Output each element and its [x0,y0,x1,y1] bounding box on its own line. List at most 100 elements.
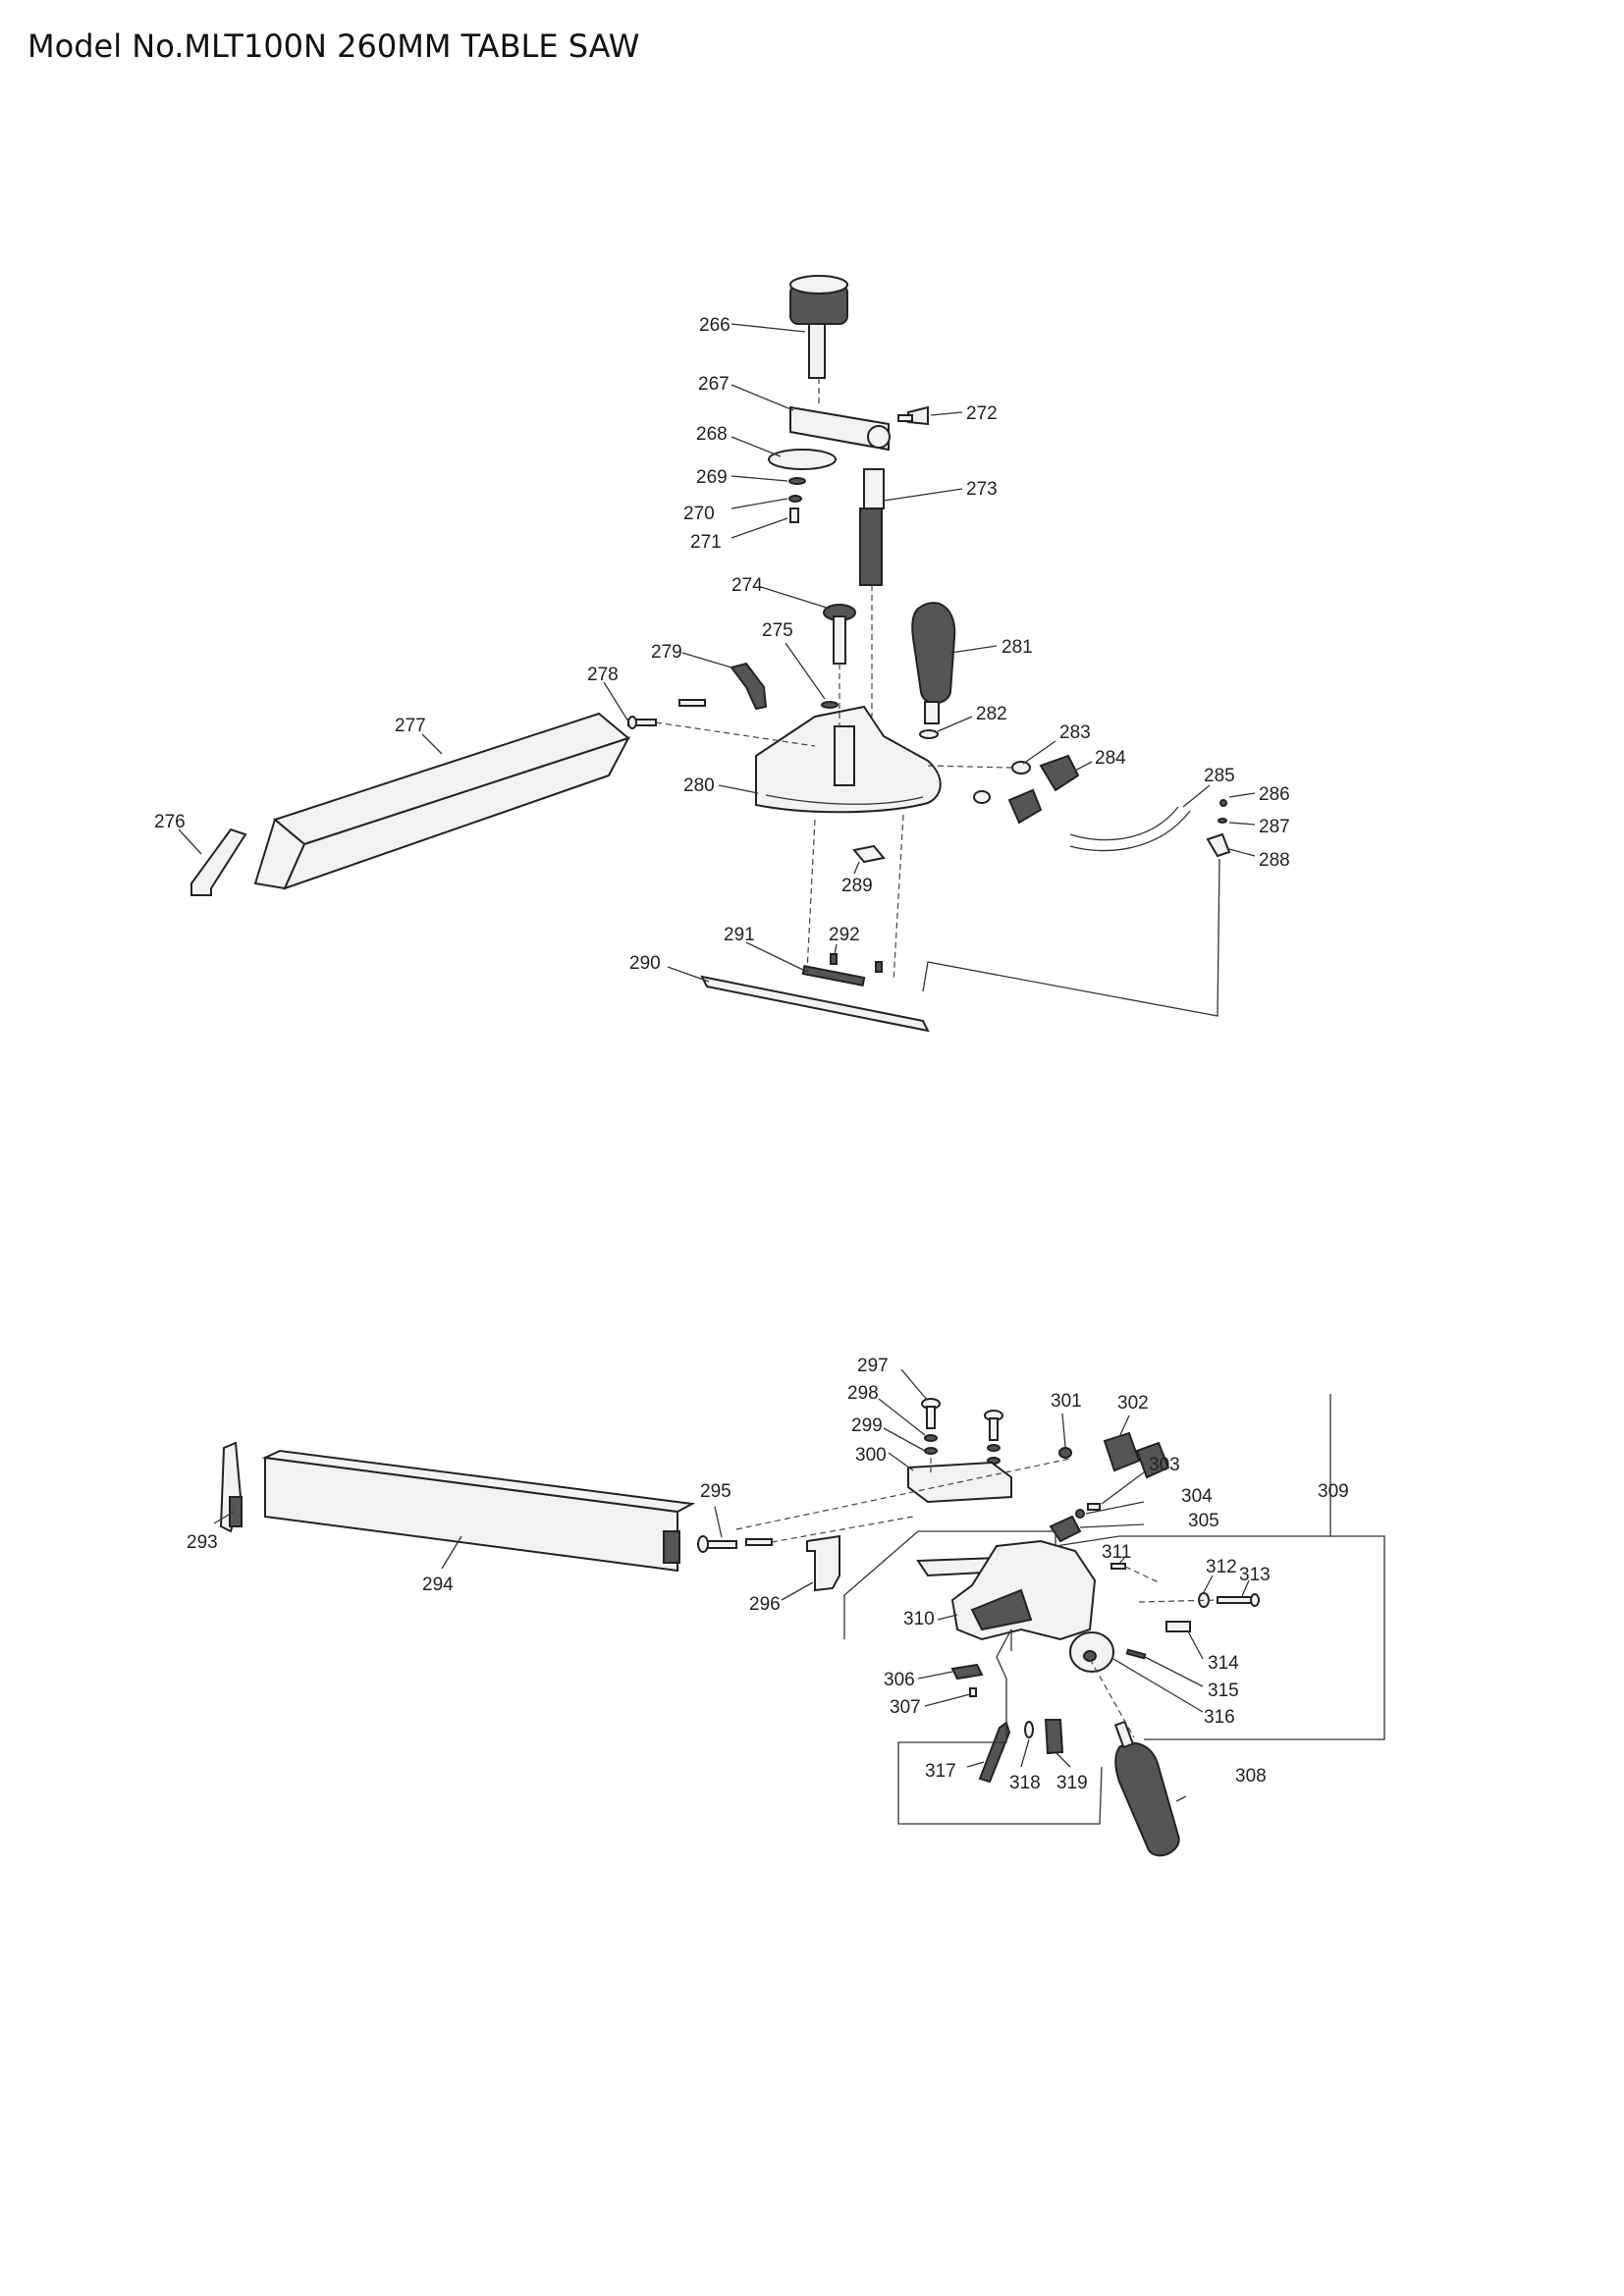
part-298-washer [924,1434,938,1442]
part-318-washer [1024,1721,1034,1738]
part-280-gauge-body [755,705,942,814]
part-296-bracket [806,1534,840,1592]
part-292-screw-b [875,961,883,973]
callout-269: 269 [696,467,728,488]
part-268-washer [768,449,837,470]
part-271-pin [789,507,799,523]
callout-303: 303 [1149,1455,1180,1475]
part-301-nut [1058,1447,1072,1459]
callout-272: 272 [966,403,998,424]
part-289-wing-nut [852,844,886,864]
callout-270: 270 [683,504,715,524]
part-297-bolt [921,1398,941,1429]
callout-313: 313 [1239,1565,1271,1585]
part-273-rod [859,468,885,586]
callout-289: 289 [841,876,873,896]
callout-315: 315 [1208,1681,1239,1701]
upper-assembly [190,275,1231,1033]
callout-287: 287 [1259,817,1290,837]
part-299-washer [924,1447,938,1455]
callout-296: 296 [749,1594,781,1615]
part-287-washer [1218,818,1227,824]
part-266-knob [789,275,848,379]
callout-304: 304 [1181,1486,1213,1507]
callout-266: 266 [699,315,731,336]
callout-280: 280 [683,775,715,796]
callout-302: 302 [1117,1393,1149,1414]
part-267-arm [789,405,891,452]
callout-299: 299 [851,1415,883,1436]
part-283-nut [1011,761,1031,774]
callout-271: 271 [690,532,722,553]
part-302-knob [1103,1431,1141,1472]
part-282-washer [919,729,939,739]
part-277-fence [253,712,631,890]
callout-267: 267 [698,374,730,395]
part-288-clip [1206,832,1231,858]
part-308-handle [1113,1720,1180,1857]
part-311-pin [1110,1563,1126,1570]
callout-285: 285 [1204,766,1235,786]
part-307-screw [969,1687,977,1697]
part-319-spring [1044,1719,1064,1755]
callout-292: 292 [829,925,860,945]
callout-279: 279 [651,642,682,663]
part-310-clamp-body [916,1539,1097,1641]
part-313-bolt [1217,1593,1260,1607]
part-283-nut-b [973,790,991,804]
callout-282: 282 [976,704,1007,724]
callout-295: 295 [700,1481,731,1502]
part-279-pointer [730,662,768,711]
callout-300: 300 [855,1445,887,1466]
callout-308: 308 [1235,1766,1267,1787]
part-315-pin [1125,1648,1147,1660]
callout-305: 305 [1188,1511,1219,1531]
part-278-bolt [627,699,706,729]
callout-306: 306 [884,1670,915,1690]
part-270-washer [788,495,802,503]
callout-293: 293 [187,1532,218,1553]
callout-290: 290 [629,953,661,974]
callout-301: 301 [1051,1391,1082,1412]
part-269-washer [788,477,806,485]
callout-286: 286 [1259,784,1290,805]
callout-281: 281 [1001,637,1033,658]
upper-callouts: 266 267 268 269 270 271 272 273 274 275 … [154,315,1290,983]
part-291-plate [801,964,866,988]
callout-310: 310 [903,1609,935,1629]
callout-311: 311 [1102,1542,1131,1563]
callout-307: 307 [890,1697,921,1718]
part-297-bolt-b [984,1410,1003,1465]
callout-268: 268 [696,424,728,445]
lower-callouts: 293 294 295 296 297 298 299 300 301 302 … [187,1356,1349,1802]
part-316-cam [1069,1631,1114,1673]
part-314-pin [1165,1621,1191,1632]
callout-298: 298 [847,1383,879,1404]
part-284-knob-b [1007,788,1043,825]
part-294-fence-rail [261,1449,696,1573]
lower-assembly [219,1394,1385,1857]
part-306-pad [950,1663,984,1681]
part-303-screw [1087,1503,1101,1511]
callout-309: 309 [1318,1481,1349,1502]
part-285-scale [1069,806,1191,852]
callout-283: 283 [1059,722,1091,743]
part-284-knob [1039,754,1080,792]
part-272-wing-screw [897,405,929,426]
callout-316: 316 [1204,1707,1235,1728]
callout-291: 291 [724,925,755,945]
part-295-bolt [697,1535,773,1553]
part-274-knob [823,604,856,665]
part-292-screw [830,953,838,965]
callout-312: 312 [1206,1557,1237,1577]
callout-288: 288 [1259,850,1290,871]
part-290-miter-bar [700,975,930,1033]
callout-274: 274 [731,575,763,596]
part-276-clip [190,828,247,896]
part-281-handle [911,602,956,724]
part-317-lever [978,1721,1011,1784]
callout-275: 275 [762,620,793,641]
part-305-pad [1049,1515,1082,1543]
callout-297: 297 [857,1356,889,1376]
callout-294: 294 [422,1575,454,1595]
